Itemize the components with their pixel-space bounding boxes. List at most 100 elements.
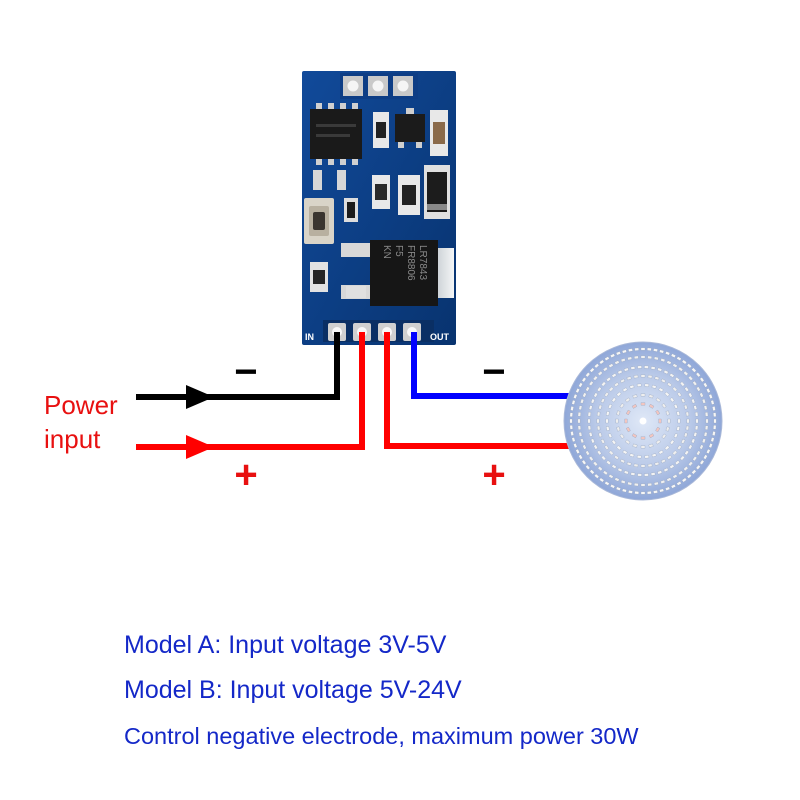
led-chip — [617, 369, 623, 375]
led-chip — [654, 461, 660, 466]
chip-marking-3: F5 — [393, 245, 404, 257]
top-header-pads — [343, 76, 413, 96]
led-chip — [680, 398, 686, 404]
led-chip — [580, 398, 585, 404]
led-chip — [650, 472, 656, 476]
led-chip — [644, 455, 650, 459]
led-chip — [676, 356, 682, 361]
led-chip — [665, 351, 671, 356]
led-disc-center-hole — [639, 417, 647, 425]
led-chip — [633, 463, 639, 468]
led-chip — [681, 359, 687, 365]
led-chip — [693, 431, 698, 437]
led-chip — [653, 481, 659, 486]
led-chip — [596, 425, 601, 431]
caption-model-b: Model B: Input voltage 5V-24V — [124, 676, 462, 704]
led-chip — [640, 483, 646, 487]
led-chip — [570, 406, 574, 411]
led-chip — [679, 455, 685, 461]
chip-marking-2: FR8806 — [405, 245, 416, 281]
led-chip — [588, 405, 593, 411]
led-chip — [601, 381, 607, 387]
led-chip — [669, 373, 675, 378]
led-chip — [684, 386, 690, 392]
led-chip — [575, 448, 580, 454]
led-chip — [624, 418, 628, 424]
wires — [136, 332, 572, 450]
led-chip — [665, 410, 670, 416]
led-chip — [663, 467, 669, 473]
led-chip — [655, 397, 661, 403]
led-chip — [596, 450, 602, 456]
led-chip — [625, 426, 631, 433]
led-chip — [607, 433, 613, 439]
led-chip — [691, 367, 697, 373]
led-chip — [647, 463, 653, 468]
led-chip — [658, 418, 662, 424]
led-chip — [695, 464, 701, 470]
led-chip — [620, 378, 626, 384]
led-chip — [598, 404, 603, 410]
input-positive-arrow — [186, 435, 214, 459]
led-chip — [589, 469, 595, 475]
led-chip — [679, 381, 685, 387]
led-chip — [571, 399, 576, 405]
led-chip — [680, 438, 686, 444]
led-chip — [640, 402, 646, 406]
led-chip — [670, 353, 676, 358]
led-chip — [607, 403, 613, 409]
led-chip — [666, 477, 672, 482]
led-chip — [713, 418, 717, 424]
led-chip — [634, 491, 639, 495]
led-chip — [634, 482, 639, 487]
led-chip — [605, 411, 610, 416]
led-chip — [686, 363, 692, 369]
led-chip — [581, 377, 587, 383]
led-chip — [660, 458, 666, 464]
led-chip — [712, 431, 716, 436]
led-chip — [620, 458, 626, 464]
led-chip — [582, 444, 587, 450]
led-chip — [647, 355, 652, 360]
led-chip — [647, 491, 652, 495]
led-chip — [664, 391, 670, 397]
led-chip — [653, 490, 658, 494]
led-chip — [703, 454, 708, 460]
led-chip — [660, 479, 666, 484]
led-chip — [613, 454, 620, 460]
led-chip — [667, 418, 671, 424]
led-chip — [703, 382, 708, 388]
led-chip — [593, 444, 599, 450]
led-chip — [648, 403, 655, 409]
led-chip — [686, 418, 690, 424]
led-chip — [634, 347, 639, 351]
led-chip — [631, 403, 638, 409]
led-chip — [577, 425, 582, 430]
led-chip — [628, 490, 633, 494]
led-chip — [615, 486, 621, 491]
led-chip — [578, 382, 583, 388]
led-chip — [691, 398, 696, 404]
led-chip — [676, 444, 682, 451]
led-chip — [695, 418, 699, 424]
led-chip — [594, 473, 600, 479]
led-chip — [634, 355, 639, 360]
led-chip — [648, 394, 654, 399]
led-chip — [699, 459, 705, 465]
led-chip — [605, 418, 609, 424]
led-chip — [616, 410, 621, 416]
led-chip — [587, 418, 591, 424]
led-rings — [569, 347, 717, 495]
led-chip — [631, 433, 638, 439]
led-chip — [699, 377, 705, 383]
led-chip — [699, 444, 704, 450]
led-chip — [696, 450, 701, 456]
led-chip — [578, 454, 583, 460]
led-chip — [658, 449, 664, 455]
led-chip — [600, 438, 606, 444]
led-chip — [569, 418, 573, 424]
led-chip — [569, 425, 573, 430]
led-chip — [578, 405, 583, 411]
led-chip — [604, 356, 610, 361]
